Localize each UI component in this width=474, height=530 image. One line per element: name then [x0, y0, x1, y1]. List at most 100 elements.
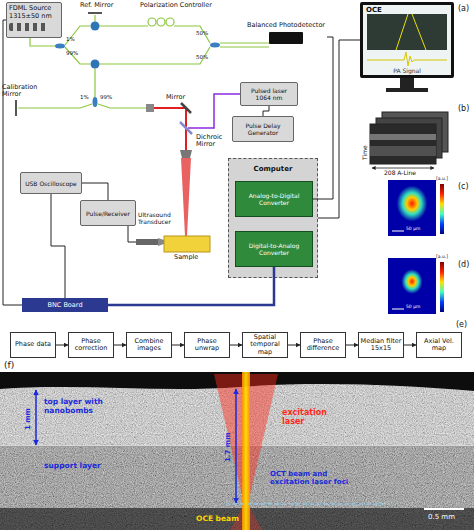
connector	[346, 345, 358, 346]
calibration-mirror	[15, 100, 17, 116]
dimension-arrow	[372, 168, 434, 169]
velocity-map	[388, 258, 436, 314]
transducer-tip	[158, 238, 164, 246]
process-box: Axial Vel. map	[416, 332, 462, 358]
annotation-label: (e)	[456, 320, 467, 329]
annotation-label: (a)	[458, 4, 469, 13]
scale-bar	[392, 309, 404, 310]
node-text: PA Signal	[363, 67, 451, 74]
polarization-loop	[157, 18, 165, 26]
node-text: Spatial temporal map	[244, 334, 286, 357]
node-text: Pulse/Receiver	[86, 210, 130, 217]
fiber-coupler	[93, 97, 98, 107]
process-box: Phase unwrap	[184, 332, 230, 358]
oce-image	[367, 14, 447, 50]
annotation-label: excitation laser	[282, 408, 344, 426]
process-box: Phase difference	[300, 332, 346, 358]
circulator	[91, 22, 100, 31]
node-text: Axial Vel. map	[418, 338, 460, 353]
node-text: Phase data	[15, 341, 51, 349]
scale-bar	[424, 508, 464, 510]
reference-mirror	[88, 12, 102, 14]
oce-beam	[242, 372, 250, 530]
connector	[108, 267, 274, 305]
annotation-label: Polarization Controller	[140, 2, 216, 9]
fiber-coupler	[55, 44, 65, 49]
node-text: Pulsed laser 1064 nm	[243, 87, 295, 101]
focal-plane	[226, 503, 390, 504]
annotation-label: Dichroic Mirror	[196, 134, 232, 149]
node-text: Balanced Photodetector	[247, 22, 325, 30]
ultrasound-transducer	[136, 239, 158, 245]
device-body	[269, 32, 303, 44]
annotation-label: (b)	[458, 104, 469, 113]
pa-waveform	[367, 52, 447, 66]
annotation-label: 1%	[66, 36, 75, 42]
colorbar	[440, 184, 444, 234]
fiber	[100, 25, 149, 26]
photodetector: Balanced Photodetector	[245, 22, 327, 52]
wire	[128, 226, 136, 242]
converter-board: Digital-to-Analog Converter	[235, 231, 313, 267]
device-body	[9, 23, 49, 31]
node-text: OCE	[366, 6, 382, 14]
connector	[313, 37, 333, 199]
pulse-receiver: Pulse/Receiver	[80, 200, 136, 226]
annotation-label: 1%	[80, 94, 89, 100]
process-box: Median filter 15x15	[358, 332, 404, 358]
node-text: USB Oscilloscope	[25, 180, 77, 187]
delay-generator: Pulse Delay Generator	[232, 116, 294, 142]
node-text: Analog-to-Digital Converter	[238, 192, 310, 206]
annotation-label: Mirror	[166, 94, 185, 101]
annotation-label: 1.7 mm	[224, 433, 232, 462]
node-text: Phase unwrap	[186, 338, 228, 353]
fiber	[220, 43, 269, 47]
fiber-coupler	[210, 43, 220, 48]
colorbar	[440, 262, 444, 312]
computer-box: ComputerAnalog-to-Digital ConverterDigit…	[228, 158, 318, 278]
annotation-label: top layer with nanobombs	[44, 398, 110, 415]
annotation-label: 99%	[66, 50, 78, 56]
polarization-loop	[148, 18, 156, 26]
fiber	[65, 26, 90, 45]
oct-image	[0, 372, 474, 530]
fiber	[18, 104, 92, 108]
node-text: Computer	[229, 165, 317, 173]
annotation-label: (d)	[458, 260, 469, 269]
fiber	[30, 38, 56, 46]
annotation-label: 50%	[196, 54, 208, 60]
node-text: Pulse Delay Generator	[235, 122, 291, 136]
focused-beam	[181, 158, 191, 236]
connector	[288, 345, 300, 346]
annotation-label: 0.5 mm	[428, 513, 455, 521]
oce-trace	[396, 14, 426, 50]
annotation-label: Sample	[174, 254, 198, 261]
annotation-label: Calibration Mirror	[2, 84, 50, 99]
connector	[56, 345, 68, 346]
annotation-label: 50%	[196, 30, 208, 36]
connector	[404, 345, 416, 346]
annotation-label: (f)	[4, 360, 14, 370]
annotation-label: 50 µm	[406, 226, 420, 231]
node-text: Combine images	[128, 338, 170, 353]
monitor-base	[386, 88, 428, 92]
annotation-label: 50 µm	[406, 304, 420, 309]
connector	[172, 345, 184, 346]
node-text: Phase correction	[70, 338, 112, 353]
annotation-label: Ref. Mirror	[80, 2, 113, 9]
bscan-layer	[370, 146, 436, 156]
process-box: Phase correction	[68, 332, 114, 358]
pulsed-laser: Pulsed laser 1064 nm	[240, 82, 298, 106]
scale-bar	[392, 231, 404, 232]
laser-source: FDML Source 1315±50 nm	[6, 2, 62, 38]
annotation-label: 208 A-Line	[384, 170, 416, 177]
fiber	[174, 26, 210, 43]
monitor-screen	[363, 5, 451, 75]
velocity-map	[388, 180, 436, 236]
node-text: BNC Board	[47, 301, 82, 309]
annotation-label: Ultrasound Transducer	[138, 212, 182, 226]
connector	[51, 194, 65, 298]
node-text: Phase difference	[302, 338, 344, 353]
